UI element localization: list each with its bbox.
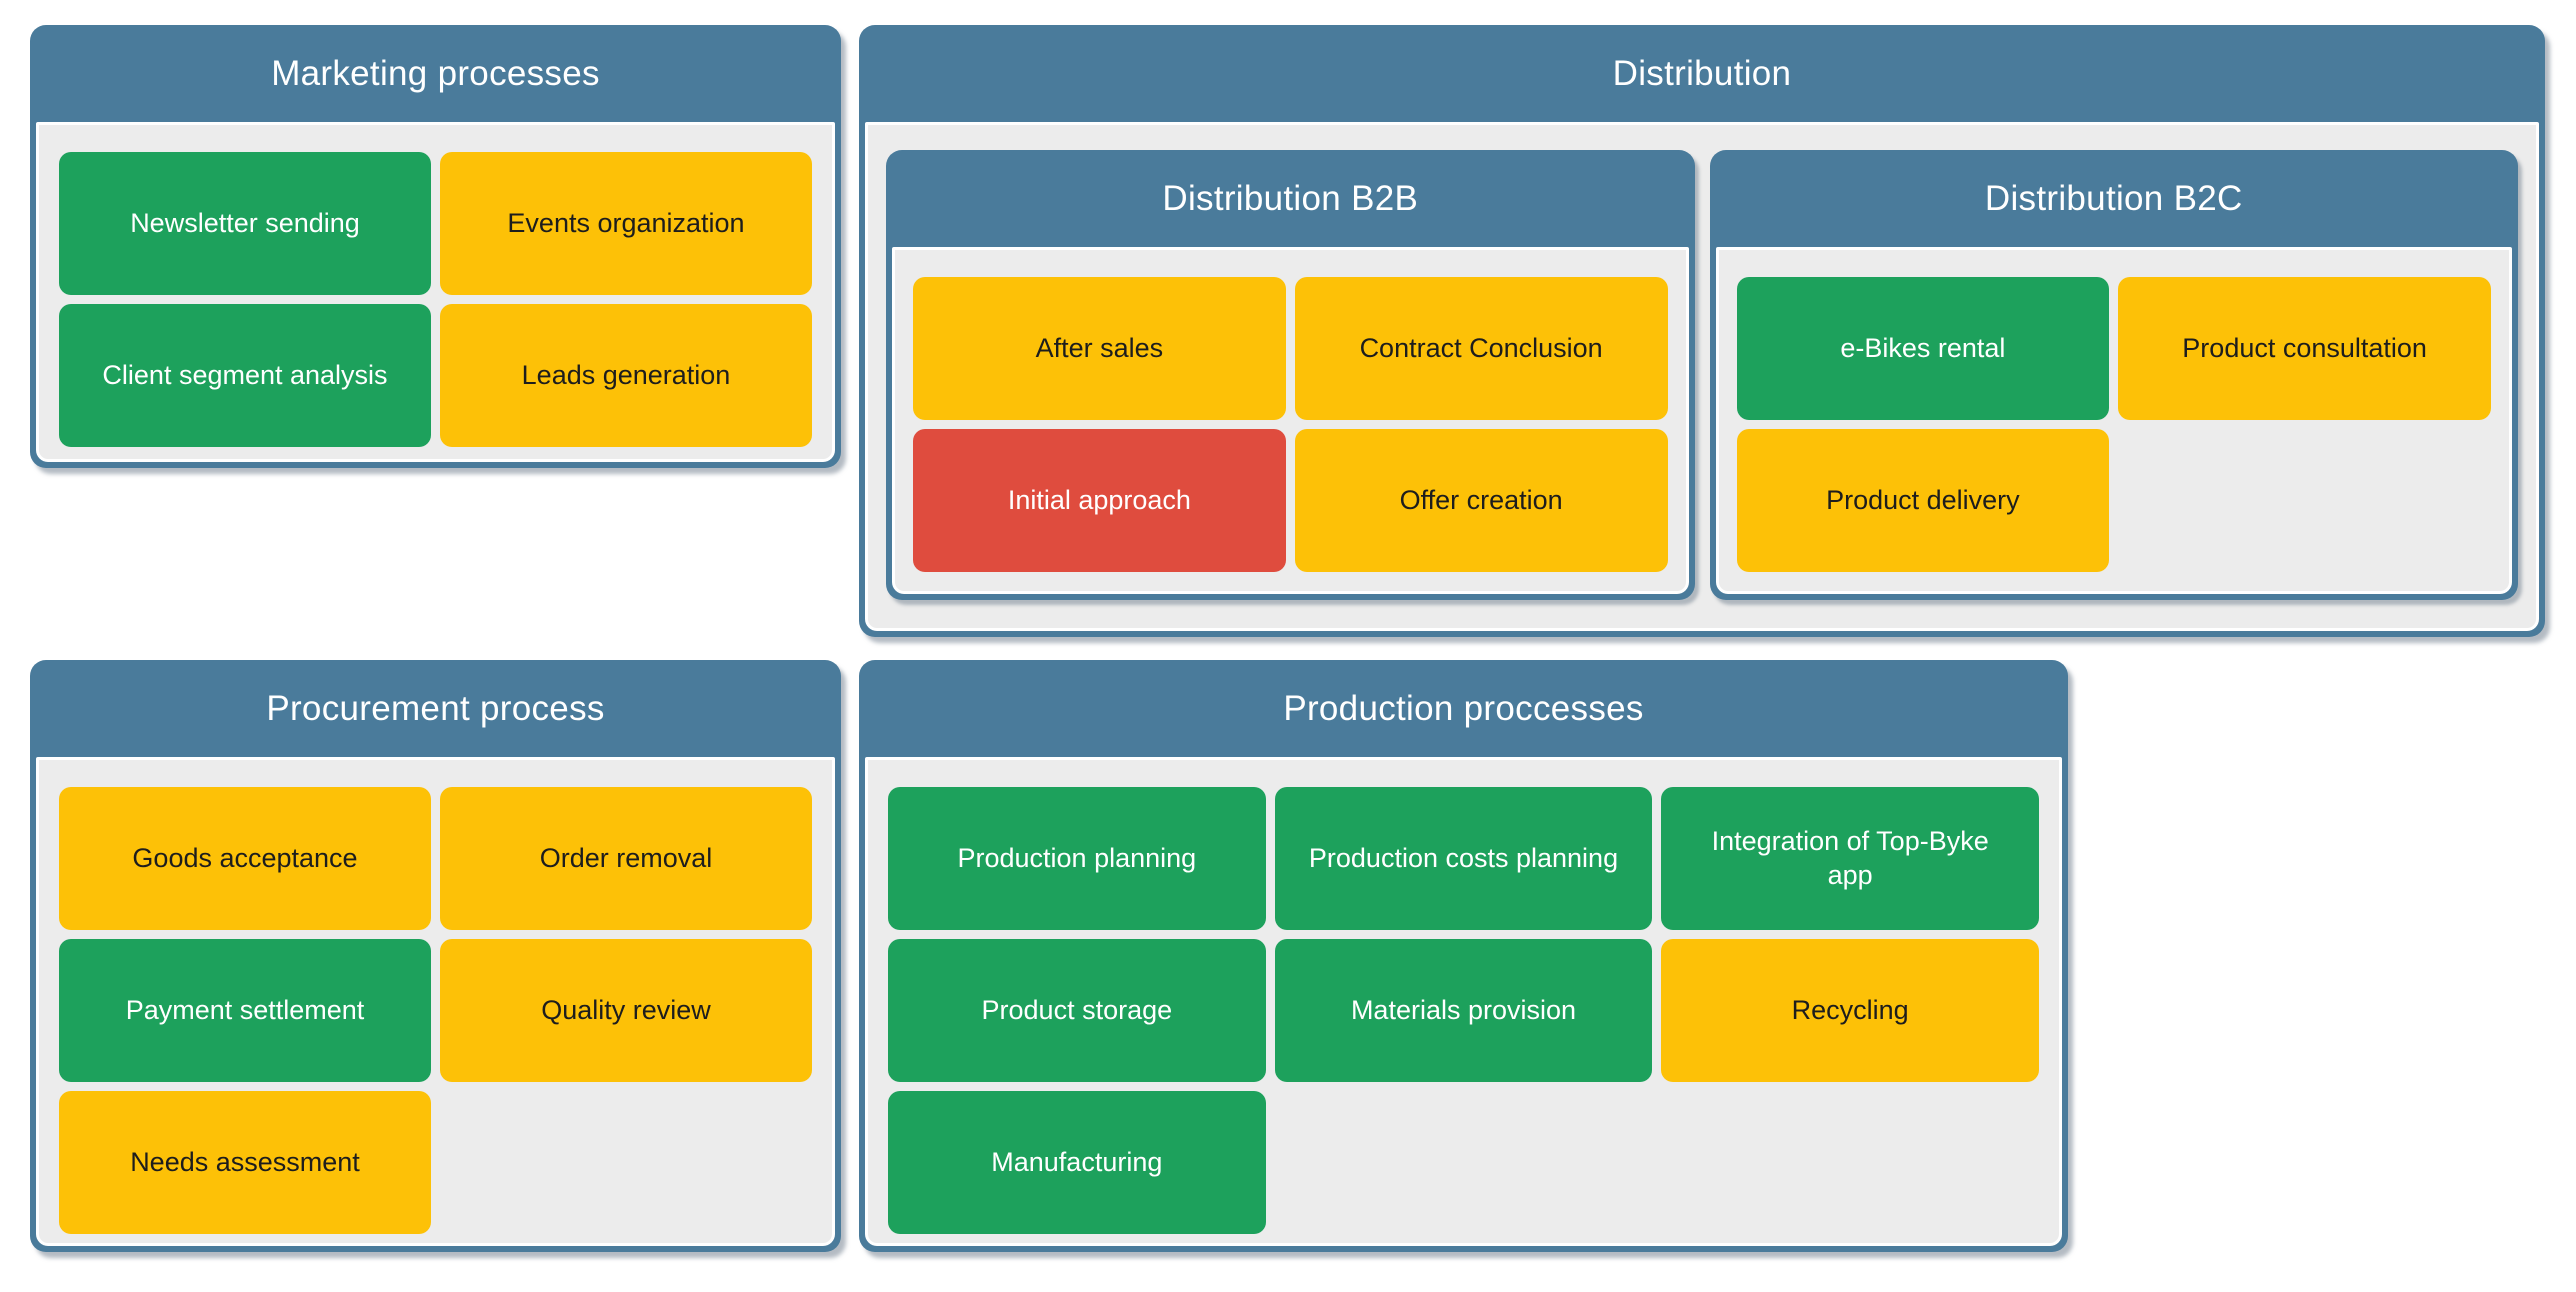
process-tile[interactable]: Newsletter sending (59, 152, 431, 295)
group-title: Procurement process (266, 688, 605, 728)
tile-label: Contract Conclusion (1359, 332, 1603, 363)
process-tile[interactable]: Integration of Top-Byke app (1661, 787, 2039, 930)
subgroup-title: Distribution B2B (1162, 178, 1419, 218)
tile-label: Client segment analysis (102, 359, 388, 390)
process-tile[interactable]: Product storage (888, 939, 1266, 1082)
process-tile[interactable]: Production planning (888, 787, 1266, 930)
subgroup-b2c-header: Distribution B2C (1710, 150, 2519, 247)
tile-label: Goods acceptance (132, 842, 358, 873)
tile-label: Payment settlement (125, 994, 365, 1025)
tile-label: Initial approach (1007, 484, 1191, 515)
tile-label: Events organization (507, 207, 745, 238)
process-tile[interactable]: Needs assessment (59, 1091, 431, 1234)
process-tile[interactable]: Contract Conclusion (1294, 277, 1668, 420)
process-tile[interactable]: Production costs planning (1274, 787, 1653, 930)
process-tile[interactable]: After sales (913, 277, 1286, 420)
process-tile[interactable]: Initial approach (913, 429, 1286, 572)
process-tile[interactable]: Quality review (440, 939, 812, 1082)
tile-label: Product consultation (2182, 332, 2427, 363)
group-distribution-header: Distribution (859, 25, 2545, 122)
process-tile[interactable]: Manufacturing (888, 1091, 1266, 1234)
tile-label: Needs assessment (130, 1146, 360, 1177)
process-tile[interactable]: Order removal (440, 787, 812, 930)
process-tile[interactable]: Materials provision (1274, 939, 1653, 1082)
group-title: Distribution (1612, 53, 1792, 93)
group-procurement: Procurement process Goods acceptance Orde… (30, 660, 841, 1252)
group-distribution: Distribution Distribution B2B After sale… (859, 25, 2545, 637)
subgroup-title: Distribution B2C (1984, 178, 2243, 218)
tile-label: Offer creation (1399, 484, 1563, 515)
group-title: Marketing processes (271, 53, 600, 93)
tile-label: Quality review (541, 994, 711, 1025)
tile-label: Leads generation (521, 359, 731, 390)
group-marketing-header: Marketing processes (30, 25, 841, 122)
tile-label: Materials provision (1350, 994, 1577, 1025)
tile-label: Newsletter sending (130, 207, 360, 238)
process-tile[interactable]: Product consultation (2118, 277, 2491, 420)
tile-label: Product delivery (1826, 484, 2020, 515)
group-production-header: Production proccesses (859, 660, 2068, 757)
tile-label: e-Bikes rental (1840, 332, 2006, 363)
process-tile[interactable]: Recycling (1661, 939, 2039, 1082)
tile-label: Production costs planning (1308, 842, 1619, 873)
tile-grid: Production planning Production costs plan… (868, 760, 2059, 1243)
subgroup-distribution-b2c: Distribution B2C e-Bikes rental Product c… (1709, 150, 2519, 600)
subgroup-b2b-header: Distribution B2B (886, 150, 1695, 247)
distribution-subgroups: Distribution B2B After sales Contract Con… (868, 125, 2536, 600)
tile-label: Integration of Top-Byke app (1711, 825, 1989, 890)
process-tile[interactable]: Product delivery (1736, 429, 2110, 572)
group-title: Production proccesses (1283, 688, 1644, 728)
process-tile[interactable]: Payment settlement (59, 939, 431, 1082)
tile-label: Order removal (539, 842, 713, 873)
tile-label: Product storage (981, 994, 1173, 1025)
group-distribution-body: Distribution B2B After sales Contract Con… (865, 122, 2539, 631)
tile-label: Production planning (957, 842, 1197, 873)
process-tile[interactable]: e-Bikes rental (1736, 277, 2110, 420)
process-tile[interactable]: Offer creation (1294, 429, 1668, 572)
group-production-body: Production planning Production costs plan… (865, 757, 2062, 1246)
tile-label: Recycling (1791, 994, 1909, 1025)
process-tile[interactable]: Leads generation (440, 304, 812, 447)
tile-label: Manufacturing (991, 1146, 1163, 1177)
process-tile[interactable]: Client segment analysis (59, 304, 431, 447)
group-marketing: Marketing processes Newsletter sending Ev… (30, 25, 841, 468)
process-tile[interactable]: Goods acceptance (59, 787, 431, 930)
process-tile[interactable]: Events organization (440, 152, 812, 295)
group-procurement-header: Procurement process (30, 660, 841, 757)
group-production: Production proccesses Production plannin… (859, 660, 2068, 1252)
subgroup-distribution-b2b: Distribution B2B After sales Contract Con… (886, 150, 1695, 600)
tile-label: After sales (1035, 332, 1164, 363)
